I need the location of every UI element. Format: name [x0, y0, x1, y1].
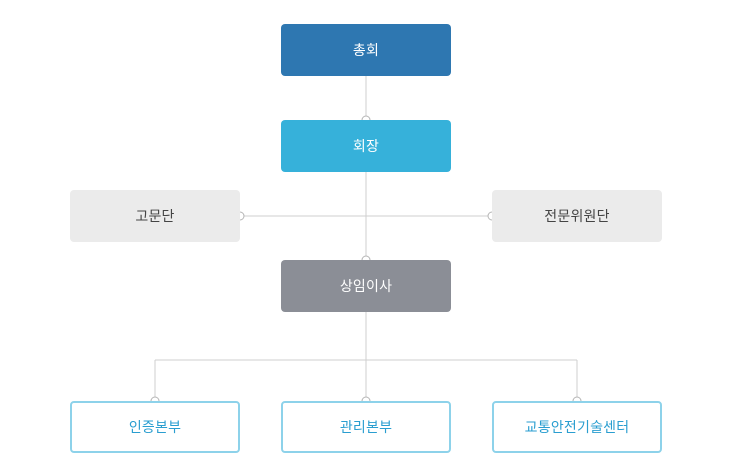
- general-assembly-label: 총회: [352, 43, 380, 59]
- advisory-group-box: 고문단: [70, 190, 240, 242]
- standing-director-box: 상임이사: [281, 260, 451, 312]
- department-traffic-safety-center-label: 교통안전기술센터: [524, 420, 630, 436]
- president-label: 회장: [352, 139, 380, 155]
- department-certification-box: 인증본부: [70, 401, 240, 453]
- expert-committee-label: 전문위원단: [544, 209, 610, 225]
- department-traffic-safety-center-box: 교통안전기술센터: [492, 401, 662, 453]
- general-assembly-box: 총회: [281, 24, 451, 76]
- department-certification-label: 인증본부: [128, 420, 182, 436]
- president-box: 회장: [281, 120, 451, 172]
- expert-committee-box: 전문위원단: [492, 190, 662, 242]
- advisory-group-label: 고문단: [135, 209, 175, 225]
- department-management-label: 관리본부: [339, 420, 393, 436]
- standing-director-label: 상임이사: [339, 279, 393, 295]
- department-management-box: 관리본부: [281, 401, 451, 453]
